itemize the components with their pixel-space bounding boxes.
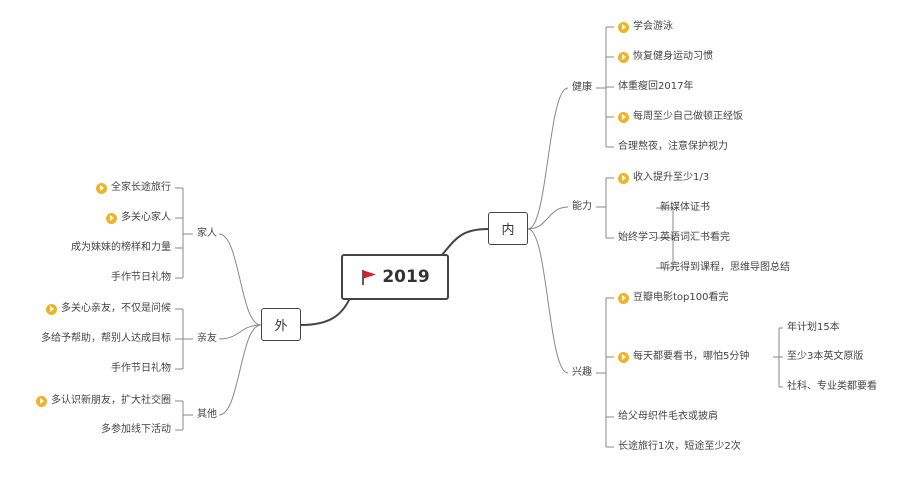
inner-item-label: 给父母织件毛衣或披肩: [618, 411, 718, 422]
flag-icon: [618, 51, 629, 63]
inner-item[interactable]: 学会游泳: [618, 20, 673, 34]
flag-icon: [36, 395, 47, 407]
branch-inner-1[interactable]: 能力: [572, 200, 592, 214]
inner-node[interactable]: 内: [488, 212, 528, 245]
flag-icon: [618, 21, 629, 33]
outer-item-label: 多认识新朋友，扩大社交圈: [51, 395, 171, 406]
flag-icon: [618, 351, 629, 363]
outer-item-label: 成为妹妹的榜样和力量: [71, 242, 171, 253]
inner-item[interactable]: 每天都要看书，哪怕5分钟: [618, 350, 749, 364]
inner-item[interactable]: 给父母织件毛衣或披肩: [618, 410, 718, 424]
outer-item-label: 多关心家人: [121, 212, 171, 223]
inner-item-label: 长途旅行1次，短途至少2次: [618, 441, 741, 452]
red-flag-icon: [362, 270, 377, 285]
outer-item-label: 手作节日礼物: [111, 363, 171, 374]
inner-item[interactable]: 恢复健身运动习惯: [618, 50, 713, 64]
inner-subitem-label: 听完得到课程，思维导图总结: [660, 262, 790, 273]
inner-item-label: 豆瓣电影top100看完: [633, 292, 729, 303]
branch-outer-1-label: 亲友: [197, 333, 217, 344]
outer-item[interactable]: 手作节日礼物: [111, 362, 171, 376]
flag-icon: [618, 292, 629, 304]
flag-icon: [106, 212, 117, 224]
branch-outer-2[interactable]: 其他: [197, 408, 217, 422]
outer-item[interactable]: 成为妹妹的榜样和力量: [71, 241, 171, 255]
outer-label: 外: [274, 319, 288, 334]
branch-outer-0[interactable]: 家人: [197, 227, 217, 241]
inner-item[interactable]: 豆瓣电影top100看完: [618, 291, 728, 305]
flag-icon: [618, 172, 629, 184]
outer-item[interactable]: 多认识新朋友，扩大社交圈: [36, 394, 171, 408]
inner-item-label: 每天都要看书，哪怕5分钟: [633, 351, 750, 362]
flag-icon: [46, 303, 57, 315]
inner-subitem-label: 至少3本英文原版: [787, 351, 864, 362]
branch-inner-0[interactable]: 健康: [572, 81, 592, 95]
outer-item-label: 多给予帮助，帮别人达成目标: [41, 333, 171, 344]
branch-inner-2[interactable]: 兴趣: [572, 366, 592, 380]
inner-item[interactable]: 始终学习: [618, 231, 658, 245]
outer-item[interactable]: 手作节日礼物: [111, 271, 171, 285]
inner-label: 内: [501, 223, 515, 238]
inner-subitem[interactable]: 年计划15本: [787, 321, 840, 335]
inner-subitem-label: 新媒体证书: [660, 202, 710, 213]
outer-item[interactable]: 全家长途旅行: [96, 181, 171, 195]
outer-item[interactable]: 多关心亲友，不仅是问候: [46, 302, 171, 316]
outer-item[interactable]: 多关心家人: [106, 211, 171, 225]
inner-item[interactable]: 合理熬夜，注意保护视力: [618, 140, 728, 154]
flag-icon: [96, 182, 107, 194]
branch-outer-2-label: 其他: [197, 409, 217, 420]
inner-subitem[interactable]: 至少3本英文原版: [787, 350, 863, 364]
inner-item[interactable]: 收入提升至少1/3: [618, 171, 709, 185]
flag-icon: [618, 111, 629, 123]
inner-subitem-label: 社科、专业类都要看: [787, 381, 877, 392]
inner-item[interactable]: 体重瘦回2017年: [618, 80, 693, 94]
inner-subitem[interactable]: 新媒体证书: [660, 201, 710, 215]
outer-item[interactable]: 多给予帮助，帮别人达成目标: [41, 332, 171, 346]
inner-item-label: 恢复健身运动习惯: [633, 51, 713, 62]
inner-subitem-label: 年计划15本: [787, 322, 840, 333]
inner-subitem[interactable]: 听完得到课程，思维导图总结: [660, 261, 790, 275]
inner-item-label: 学会游泳: [633, 21, 673, 32]
outer-item-label: 手作节日礼物: [111, 272, 171, 283]
inner-subitem-label: 英语词汇书看完: [660, 232, 730, 243]
inner-item-label: 体重瘦回2017年: [618, 81, 694, 92]
outer-item[interactable]: 多参加线下活动: [101, 423, 171, 437]
outer-item-label: 多参加线下活动: [101, 424, 171, 435]
branch-inner-0-label: 健康: [572, 82, 592, 93]
inner-item-label: 始终学习: [618, 232, 658, 243]
branch-outer-1[interactable]: 亲友: [197, 332, 217, 346]
inner-item-label: 合理熬夜，注意保护视力: [618, 141, 728, 152]
inner-subitem[interactable]: 英语词汇书看完: [660, 231, 730, 245]
branch-outer-0-label: 家人: [197, 228, 217, 239]
inner-item-label: 收入提升至少1/3: [633, 172, 710, 183]
inner-item[interactable]: 长途旅行1次，短途至少2次: [618, 440, 741, 454]
root-label: 2019: [382, 267, 430, 287]
inner-subitem[interactable]: 社科、专业类都要看: [787, 380, 877, 394]
inner-item-label: 每周至少自己做顿正经饭: [633, 111, 743, 122]
outer-item-label: 全家长途旅行: [111, 182, 171, 193]
branch-inner-2-label: 兴趣: [572, 367, 592, 378]
inner-item[interactable]: 每周至少自己做顿正经饭: [618, 110, 743, 124]
outer-item-label: 多关心亲友，不仅是问候: [61, 303, 171, 314]
outer-node[interactable]: 外: [261, 308, 301, 341]
branch-inner-1-label: 能力: [572, 201, 592, 212]
root-node[interactable]: 2019: [341, 254, 449, 300]
